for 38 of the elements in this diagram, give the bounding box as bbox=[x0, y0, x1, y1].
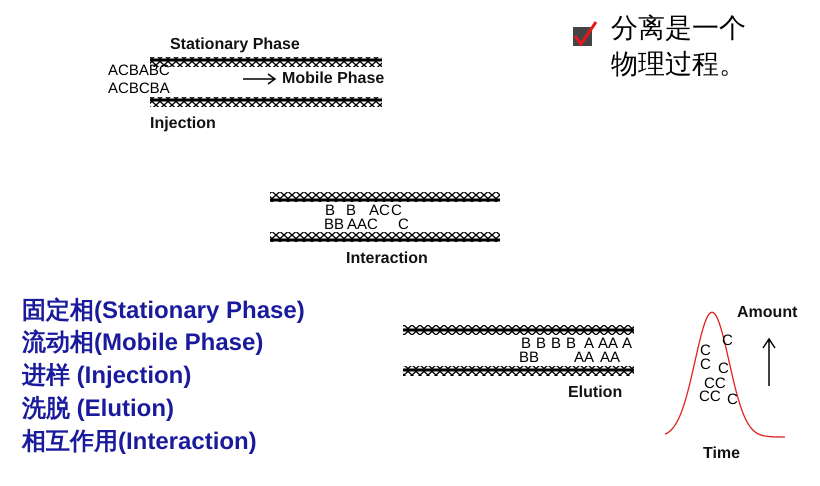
caption: Elution bbox=[568, 385, 622, 401]
term-definition: 相互作用(Interaction) bbox=[22, 430, 257, 454]
term-definition: 流动相(Mobile Phase) bbox=[22, 331, 264, 355]
molecule-letters: AA bbox=[598, 336, 618, 351]
molecule-letters: C bbox=[700, 357, 711, 372]
molecule-letters: AC bbox=[369, 203, 390, 218]
molecule-letters: ACBCBA bbox=[108, 81, 170, 96]
molecule-letters: CC bbox=[704, 376, 726, 391]
molecule-letters: BB bbox=[324, 217, 344, 232]
molecule-letters: A bbox=[622, 336, 632, 351]
term-definition: 固定相(Stationary Phase) bbox=[22, 299, 305, 323]
molecule-letters: C bbox=[718, 361, 729, 376]
molecule-letters: AA bbox=[600, 350, 620, 365]
molecule-letters: B bbox=[551, 336, 562, 351]
molecule-letters: C bbox=[727, 392, 738, 407]
molecule-letters: CC bbox=[699, 389, 721, 404]
note-text: 分离是一个物理过程。 bbox=[611, 12, 747, 81]
molecule-letters: C bbox=[398, 217, 409, 232]
molecule-letters: A bbox=[584, 336, 594, 351]
term-definition: 洗脱 (Elution) bbox=[22, 397, 174, 421]
axis-label: Time bbox=[703, 446, 740, 462]
molecule-letters: C bbox=[700, 343, 711, 358]
caption: Stationary Phase bbox=[170, 37, 300, 53]
term-definition: 进样 (Injection) bbox=[22, 364, 192, 388]
caption: Interaction bbox=[346, 251, 428, 267]
caption: Mobile Phase bbox=[282, 71, 384, 87]
molecule-letters: AA bbox=[574, 350, 594, 365]
molecule-letters: B bbox=[346, 203, 356, 218]
molecule-letters: B bbox=[536, 336, 546, 351]
molecule-letters: AAC bbox=[347, 217, 378, 232]
axis-label: Amount bbox=[737, 305, 798, 321]
molecule-letters: B bbox=[566, 336, 576, 351]
molecule-letters: BB bbox=[519, 350, 540, 365]
molecule-letters: B bbox=[325, 203, 336, 218]
molecule-letters: ACBABC bbox=[108, 63, 170, 78]
caption: Injection bbox=[150, 116, 216, 132]
molecule-letters: B bbox=[521, 336, 532, 351]
molecule-letters: C bbox=[391, 203, 402, 218]
